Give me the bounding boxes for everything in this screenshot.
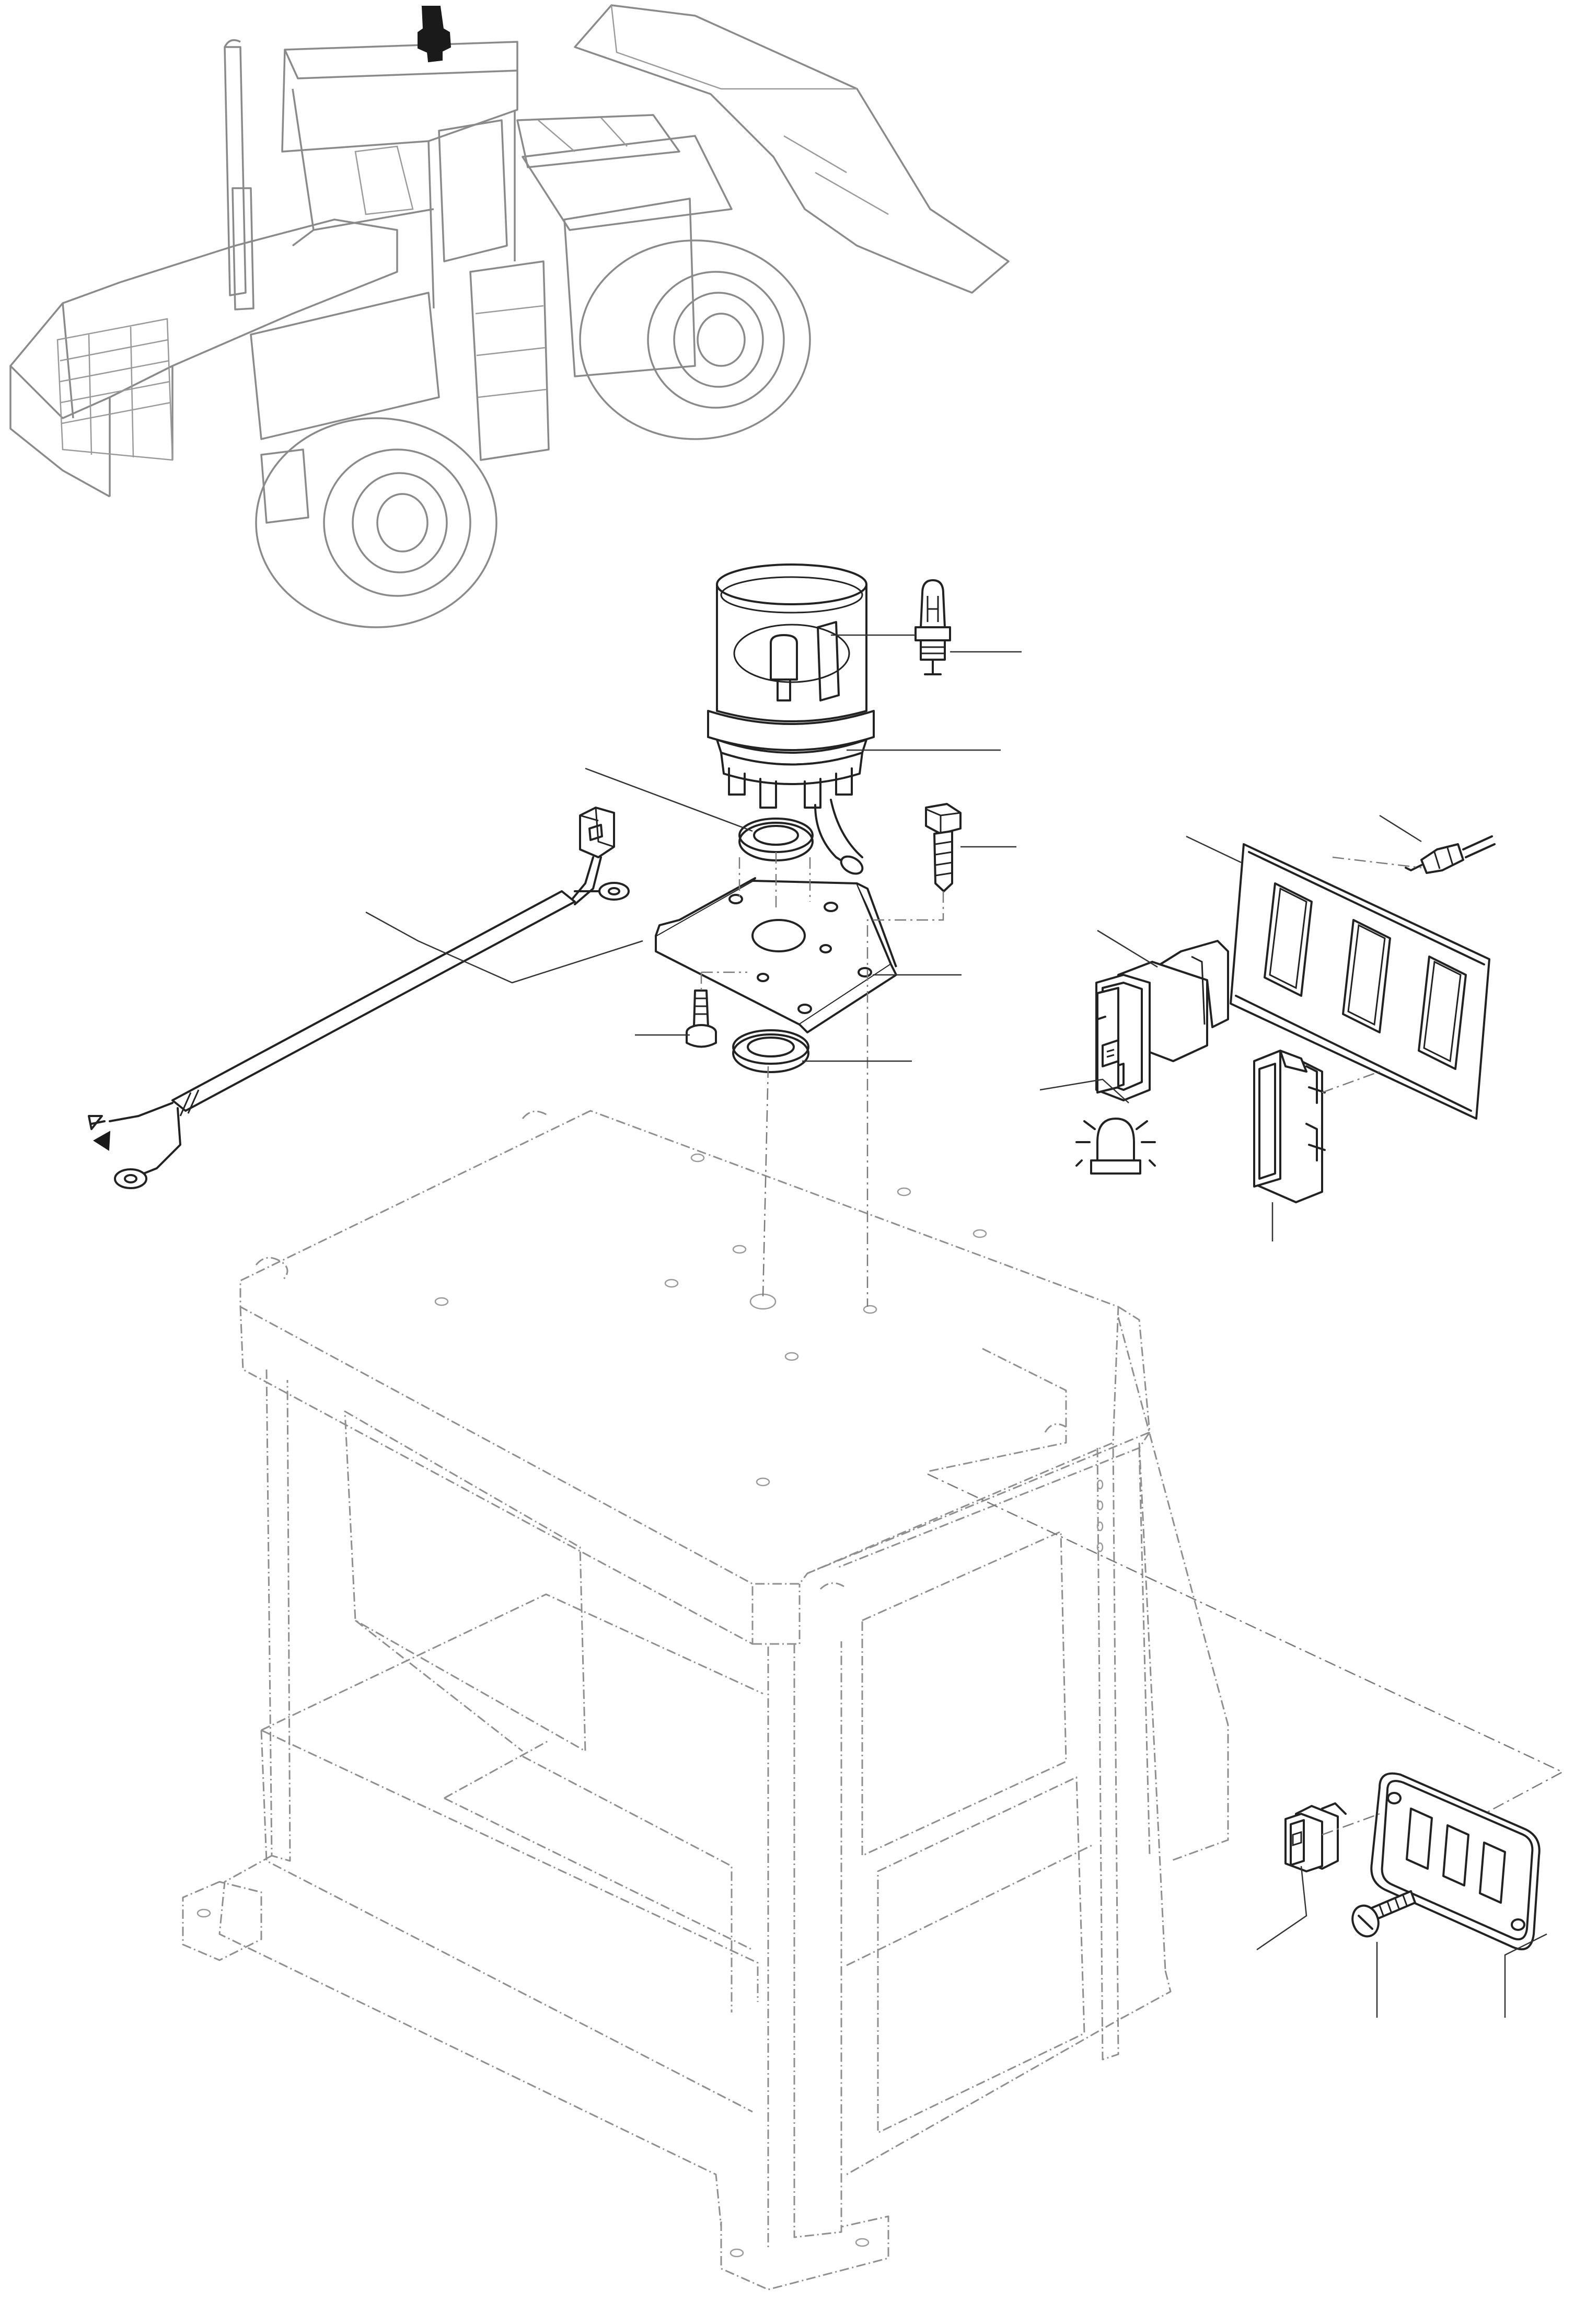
rubber-grommet <box>738 818 814 861</box>
wiring-harness <box>88 807 630 1189</box>
rotating-beacon <box>707 563 875 875</box>
hex-bolt <box>925 803 962 892</box>
wheel-loader <box>9 4 1010 628</box>
slotted-screw <box>1351 1890 1416 1938</box>
small-rocker-switch <box>1284 1802 1347 1872</box>
switch-plate <box>1370 1772 1541 1950</box>
leader-lines <box>365 634 1547 2018</box>
rear-wheel <box>255 417 497 628</box>
beacon-on-cab <box>418 6 452 63</box>
rubber-grommet-lower <box>732 1029 809 1073</box>
switch-panel <box>1230 843 1490 1120</box>
slotted-screw-bracket <box>686 990 717 1048</box>
beacon-symbol-icon <box>1075 1118 1156 1175</box>
rocker-switch <box>1095 940 1229 1101</box>
blank-plug <box>1253 1050 1326 1203</box>
bulb <box>914 579 951 675</box>
front-wheel <box>579 239 811 440</box>
operator-cab <box>182 1110 1229 2291</box>
assembly-lines <box>700 852 1564 1836</box>
mounting-bracket <box>655 877 897 1033</box>
ground-arrow-icon <box>93 1131 111 1151</box>
connector-pin <box>1405 835 1496 874</box>
